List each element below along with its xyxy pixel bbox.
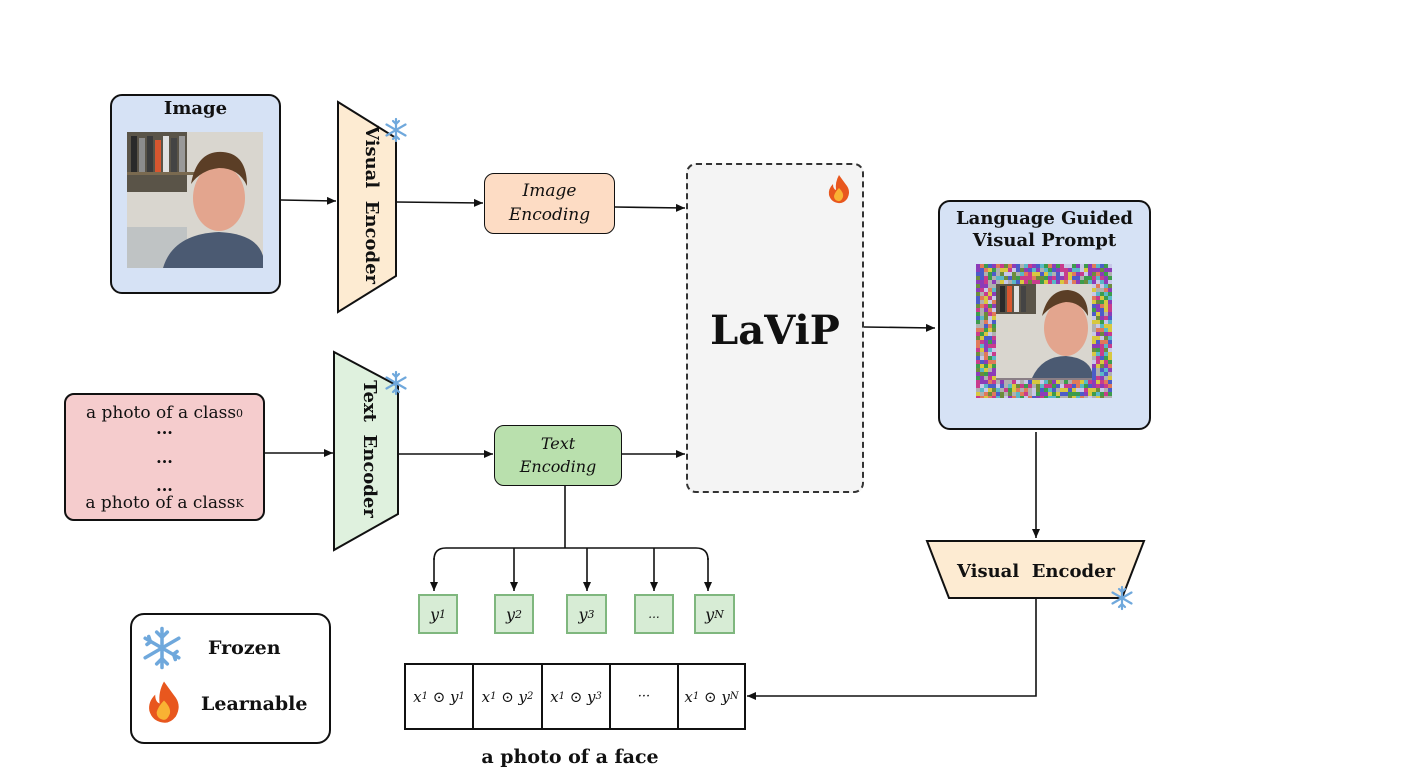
- image-encoding-line2: Encoding: [508, 205, 591, 225]
- arrow-visual-encoder-to-products: [747, 598, 1037, 700]
- product-N-op: ⊙: [699, 687, 722, 706]
- visual-encoder-top-label: Visual Encoder: [361, 125, 383, 285]
- snowflake-icon: [139, 625, 185, 671]
- text-encoder-label: Text Encoder: [359, 380, 381, 518]
- product-3-xsub: 1: [558, 691, 565, 702]
- visual-prompt-title-line2: Visual Prompt: [972, 229, 1117, 251]
- class-prompts-box: [64, 393, 265, 521]
- arrow-laviP-to-prompt: [863, 323, 936, 332]
- prompt-dots-1: ...: [156, 418, 173, 438]
- y-box-dots-base: ...: [648, 607, 660, 621]
- text-encoder-shape: [333, 350, 399, 552]
- product-3-ysub: 3: [595, 691, 602, 702]
- prompt-dots-2: ...: [156, 447, 173, 467]
- snowflake-icon: [1109, 585, 1135, 611]
- product-3-y: y: [587, 687, 596, 706]
- prompt-line-last-sub: K: [235, 496, 244, 510]
- image-block-title: Image: [163, 97, 228, 119]
- product-1-xsub: 1: [421, 691, 428, 702]
- y-box-3-sub: 3: [587, 607, 595, 621]
- product-dots-text: ···: [637, 689, 651, 704]
- visual-encoder-top-shape: [337, 100, 397, 314]
- y-box-2-sub: 2: [515, 607, 523, 621]
- prompt-dots-3: ...: [156, 475, 173, 495]
- product-N-xsub: 1: [692, 691, 700, 702]
- y-box-2-base: y: [505, 604, 516, 624]
- laviP-label: LaViP: [710, 306, 840, 354]
- prompt-line-first-sub: 0: [236, 406, 244, 420]
- image-encoding-box: [484, 173, 615, 234]
- y-box-N-base: y: [705, 604, 715, 624]
- product-2-xsub: 1: [490, 691, 497, 702]
- legend-learnable-label: Learnable: [201, 693, 308, 715]
- product-2-x: x: [481, 687, 491, 706]
- prompted-face-photo: [976, 264, 1112, 398]
- arrow-image-encoding-to-laviP: [614, 203, 686, 212]
- product-N-ysub: N: [729, 691, 739, 702]
- product-cell-dots: ···: [609, 663, 679, 730]
- face-photo: [127, 132, 263, 268]
- caption: a photo of a face: [481, 746, 659, 768]
- product-2-op: ⊙: [496, 687, 519, 706]
- laviP-block: [686, 163, 864, 493]
- text-encoding-line2: Encoding: [519, 456, 597, 476]
- visual-encoder-bottom-label: Visual Encoder: [956, 560, 1116, 582]
- product-3-x: x: [550, 687, 559, 706]
- product-1-y: y: [450, 687, 459, 706]
- bus-line: [433, 547, 709, 561]
- y-box-1-base: y: [429, 604, 440, 624]
- y-box-N-sub: N: [714, 607, 724, 621]
- flame-icon: [144, 680, 184, 724]
- legend-frozen-label: Frozen: [208, 637, 281, 659]
- text-encoding-line1: Text: [540, 433, 576, 453]
- image-encoding-line1: Image: [522, 181, 577, 201]
- arrow-visual-encoder-to-image-encoding: [395, 198, 484, 207]
- flame-icon: [826, 174, 852, 204]
- product-2-y: y: [518, 687, 528, 706]
- snowflake-icon: [383, 117, 409, 143]
- y-box-1-sub: 1: [439, 607, 447, 621]
- product-1-op: ⊙: [427, 687, 451, 706]
- prompt-line-last-text: a photo of a class: [85, 493, 236, 513]
- product-N-y: y: [721, 687, 730, 706]
- product-3-op: ⊙: [564, 687, 588, 706]
- product-2-ysub: 2: [527, 691, 534, 702]
- y-box-3-base: y: [578, 604, 588, 624]
- product-1-x: x: [413, 687, 422, 706]
- product-1-ysub: 1: [458, 691, 465, 702]
- arrow-image-to-visual-encoder: [280, 196, 337, 205]
- product-N-x: x: [684, 687, 693, 706]
- snowflake-icon: [383, 370, 409, 396]
- text-encoding-box: [494, 425, 622, 486]
- visual-prompt-title-line1: Language Guided: [956, 207, 1133, 229]
- y-box-dots: ...: [634, 594, 674, 634]
- prompt-line-first-text: a photo of a class: [85, 403, 237, 423]
